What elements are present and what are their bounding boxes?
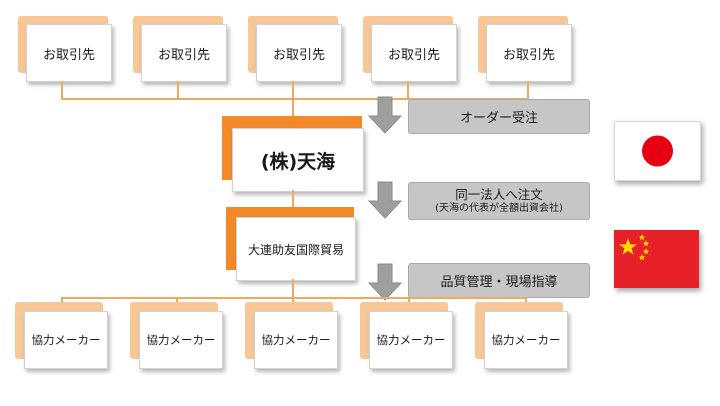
company-name: (株)天海: [260, 150, 336, 173]
maker-label: 協力メーカー: [261, 333, 331, 347]
partner-box-4: お取引先: [371, 24, 457, 82]
company-box: (株)天海: [232, 128, 364, 192]
partner-drop-1: [61, 81, 63, 100]
japan-flag-circle: [642, 135, 673, 167]
maker-box-3: 協力メーカー: [254, 311, 338, 369]
partner-label: お取引先: [272, 47, 325, 63]
partner-label: お取引先: [42, 47, 95, 63]
partner-box-1: お取引先: [26, 24, 112, 82]
quality-label: 品質管理・現場指導: [408, 263, 590, 298]
order-text: オーダー受注: [459, 111, 538, 126]
partner-drop-3: [292, 81, 294, 117]
subsidiary-drop: [292, 279, 294, 299]
subsidiary-name: 大連助友国際貿易: [247, 242, 344, 257]
partner-label: お取引先: [157, 47, 210, 63]
same-entity-note: (天海の代表が全額出資会社): [435, 203, 563, 214]
maker-label: 協力メーカー: [31, 333, 101, 347]
company-subsidiary-connector: [292, 190, 294, 208]
partner-drop-4: [407, 81, 409, 100]
japan-flag-icon: [614, 121, 701, 181]
partner-drop-5: [527, 81, 529, 100]
partner-label: お取引先: [502, 47, 555, 63]
partner-box-2: お取引先: [141, 24, 227, 82]
maker-box-5: 協力メーカー: [484, 311, 568, 369]
partner-drop-2: [177, 81, 179, 100]
down-arrow-icon: [368, 96, 402, 134]
maker-box-1: 協力メーカー: [24, 311, 108, 369]
maker-label: 協力メーカー: [376, 333, 446, 347]
china-flag-stars: [619, 234, 650, 261]
same-entity-label: 同一法人へ注文 (天海の代表が全額出資会社): [408, 182, 590, 220]
order-label: オーダー受注: [408, 99, 590, 134]
down-arrow-icon: [368, 263, 402, 301]
partner-connector-line: [61, 98, 529, 100]
maker-label: 協力メーカー: [146, 333, 216, 347]
china-flag-icon: [614, 230, 699, 288]
subsidiary-box: 大連助友国際貿易: [236, 217, 356, 281]
maker-box-4: 協力メーカー: [369, 311, 453, 369]
quality-text: 品質管理・現場指導: [440, 275, 558, 290]
same-entity-text: 同一法人へ注文: [455, 187, 543, 202]
partner-box-3: お取引先: [256, 24, 342, 82]
maker-label: 協力メーカー: [491, 333, 561, 347]
maker-connector-line: [61, 297, 527, 299]
maker-box-2: 協力メーカー: [139, 311, 223, 369]
partner-box-5: お取引先: [486, 24, 572, 82]
partner-label: お取引先: [387, 47, 440, 63]
down-arrow-icon: [368, 181, 402, 219]
